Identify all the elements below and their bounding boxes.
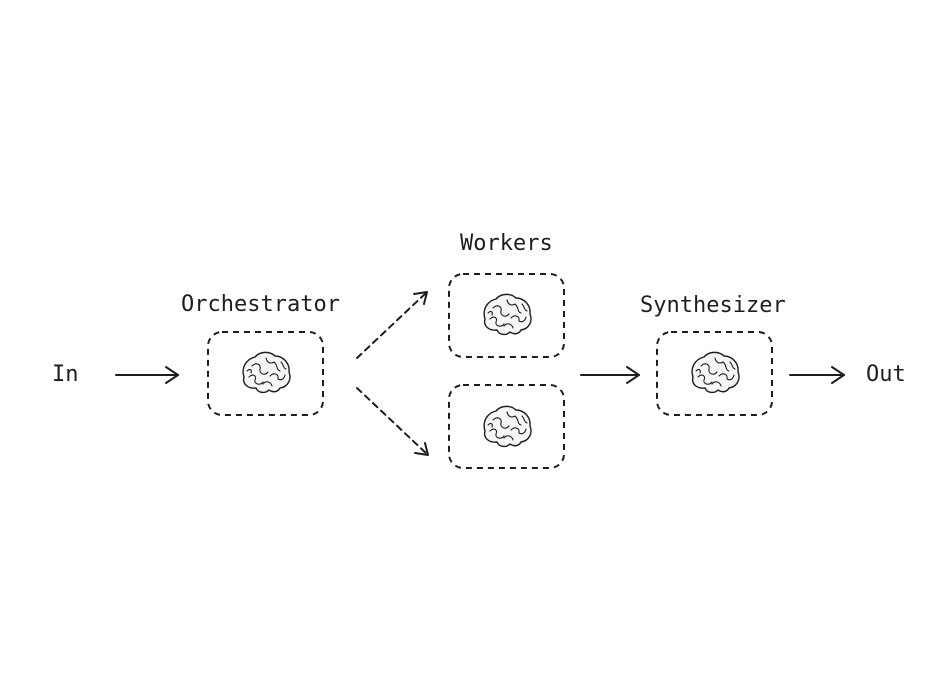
orchestrator-node (207, 331, 324, 416)
synthesizer-label: Synthesizer (640, 293, 786, 318)
input-label: In (52, 362, 79, 387)
workers-label: Workers (460, 231, 553, 256)
synthesizer-box (656, 331, 773, 416)
orchestrator-label: Orchestrator (181, 292, 340, 317)
arrow-workers-to-synthesizer (580, 366, 640, 384)
arrow-in-to-orchestrator (115, 366, 179, 384)
worker-node-top (448, 273, 565, 358)
brain-icon (483, 405, 532, 448)
arrow-orchestrator-to-worker-bottom (356, 387, 429, 456)
worker-box-bottom (448, 384, 565, 469)
brain-icon (483, 293, 532, 336)
arrow-synthesizer-to-out (789, 366, 845, 384)
synthesizer-node (656, 331, 773, 416)
brain-icon (691, 351, 740, 394)
worker-box-top (448, 273, 565, 358)
arrow-orchestrator-to-worker-top (356, 291, 428, 359)
output-label: Out (866, 362, 906, 387)
orchestrator-box (207, 331, 324, 416)
worker-node-bottom (448, 384, 565, 469)
brain-icon (242, 351, 291, 394)
